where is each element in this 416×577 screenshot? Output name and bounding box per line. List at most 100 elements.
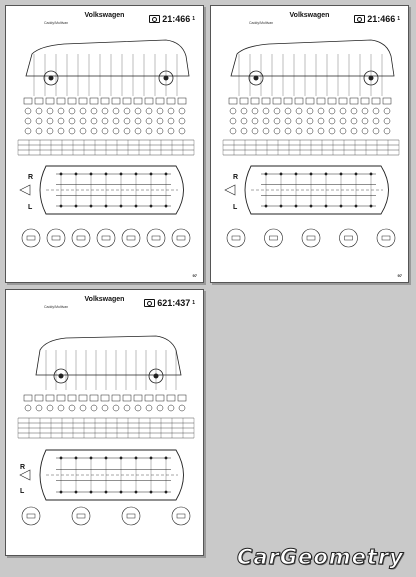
detail-callout [46,228,66,248]
fastener-symbol [101,404,109,412]
fastener-symbol [361,117,369,125]
wheel [248,70,264,86]
fastener-symbol [229,127,237,135]
point-number-box [272,97,282,105]
point-number-box [360,97,370,105]
fastener-symbol [134,404,142,412]
label-left: L [20,488,25,495]
point-number-box [100,97,110,105]
measure-point [119,456,123,460]
vehicle-diagram [17,335,195,526]
detail-callout [71,506,91,526]
detail-callout [71,228,91,248]
fastener-symbol [57,107,65,115]
measure-point [119,204,123,208]
point-number-box [23,97,33,105]
fastener-symbol [101,127,109,135]
fastener-symbol [68,117,76,125]
fastener-symbol [317,107,325,115]
fastener-symbol [145,404,153,412]
point-number-box [327,97,337,105]
fastener-symbol [295,117,303,125]
measure-point [339,204,343,208]
measure-point [279,204,283,208]
point-number-box [133,97,143,105]
detail-bracket-icon [381,235,391,241]
point-number-box [111,394,121,402]
fastener-symbol [178,404,186,412]
measure-point [294,204,298,208]
fastener-symbol [284,117,292,125]
detail-callout [171,506,191,526]
measure-point [149,490,153,494]
fastener-symbol [123,127,131,135]
wheel [43,70,59,86]
fastener-symbol [24,117,32,125]
wheel-hub [253,75,259,81]
fastener-symbol [229,107,237,115]
fastener-symbol [372,127,380,135]
detail-bracket-icon [151,235,161,241]
fastener-symbol [178,117,186,125]
fastener-symbol [306,107,314,115]
fastener-symbol [24,127,32,135]
fastener-symbol [123,117,131,125]
fastener-symbol [295,127,303,135]
detail-bracket-icon [76,513,86,519]
fastener-symbol [68,107,76,115]
point-number-box [78,394,88,402]
fastener-symbol [361,107,369,115]
point-number-box [111,97,121,105]
fastener-symbol [372,117,380,125]
measure-point [354,172,358,176]
fastener-symbol [145,117,153,125]
cargeometry-logo: CarGeometry [236,545,404,570]
sheet-code-value: 21:466 [367,14,396,24]
detail-bracket-icon [126,513,136,519]
point-number-box [56,394,66,402]
fastener-symbol [284,127,292,135]
fastener-symbol [167,117,175,125]
fastener-symbol [251,107,259,115]
wheel [53,368,69,384]
vehicle-side-outline [230,39,395,77]
detail-callout [21,228,41,248]
measure-point [164,172,168,176]
fastener-symbol [339,127,347,135]
fastener-symbol [90,107,98,115]
point-number-box [100,394,110,402]
fastener-symbol [123,404,131,412]
fastener-symbol [79,127,87,135]
direction-arrow-icon [19,469,31,481]
diagram-sheet-2: Volkswagen Caddy/Multivan 21:466 1 R L 9… [210,5,409,283]
detail-bracket-icon [176,235,186,241]
fastener-symbol [156,404,164,412]
direction-arrow-icon [224,184,236,196]
point-number-box [283,97,293,105]
label-left: L [233,204,238,211]
point-number-box [261,97,271,105]
point-number-box [67,394,77,402]
fastener-symbol [284,107,292,115]
fastener-symbol [57,127,65,135]
fastener-symbol [101,107,109,115]
measure-point [89,490,93,494]
fastener-symbol [145,127,153,135]
fastener-symbol [24,404,32,412]
measure-point [369,204,373,208]
fastener-symbol [101,117,109,125]
measure-point [59,172,63,176]
point-number-box [133,394,143,402]
measure-point [149,172,153,176]
point-number-box [305,97,315,105]
fastener-symbol [383,127,391,135]
measure-point [134,172,138,176]
fastener-symbol [134,127,142,135]
fastener-symbol [112,117,120,125]
fastener-symbol [167,127,175,135]
diagram-sheet-1: Volkswagen Caddy/Multivan 21:466 1 R L 9… [5,5,204,283]
point-number-box [23,394,33,402]
detail-callout [301,228,321,248]
fastener-symbol [167,404,175,412]
fastener-symbol [57,404,65,412]
